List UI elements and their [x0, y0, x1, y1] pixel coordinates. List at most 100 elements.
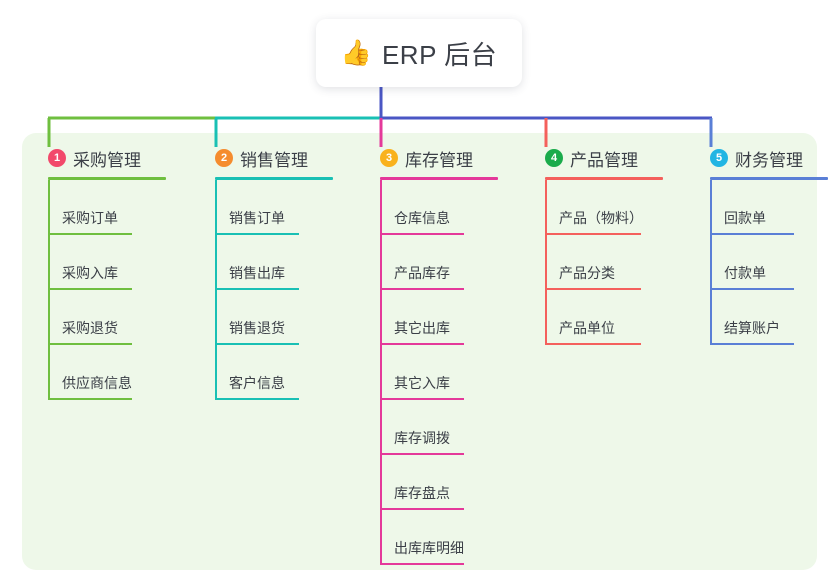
leaf-underline [215, 343, 299, 345]
leaf-underline [380, 233, 464, 235]
leaf-underline [215, 233, 299, 235]
leaf-item[interactable]: 销售订单 [197, 180, 352, 235]
leaf-spine [545, 180, 547, 345]
leaf-label: 采购订单 [62, 210, 118, 226]
leaf-item[interactable]: 产品库存 [362, 235, 517, 290]
leaf-label: 出库库明细 [394, 540, 464, 556]
leaf-label: 产品单位 [559, 320, 615, 336]
leaf-list: 仓库信息产品库存其它出库其它入库库存调拨库存盘点出库库明细 [362, 180, 517, 565]
leaf-item[interactable]: 客户信息 [197, 345, 352, 400]
leaf-item[interactable]: 库存盘点 [362, 455, 517, 510]
column-4: 4 产品管理产品（物料） 产品分类产品单位 [527, 146, 682, 345]
leaf-underline [545, 233, 641, 235]
leaf-underline [215, 288, 299, 290]
leaf-label: 供应商信息 [62, 375, 132, 391]
leaf-label: 销售订单 [229, 210, 285, 226]
leaf-label: 库存盘点 [394, 485, 450, 501]
leaf-list: 回款单付款单结算账户 [692, 180, 817, 345]
leaf-label: 回款单 [724, 210, 766, 226]
leaf-item[interactable]: 库存调拨 [362, 400, 517, 455]
leaf-item[interactable]: 其它入库 [362, 345, 517, 400]
leaf-list: 销售订单销售出库销售退货客户信息 [197, 180, 352, 400]
leaf-list: 采购订单采购入库采购退货供应商信息 [30, 180, 185, 400]
leaf-underline [380, 453, 464, 455]
leaf-underline [215, 398, 299, 400]
leaf-item[interactable]: 产品（物料） [527, 180, 682, 235]
leaf-label: 产品分类 [559, 265, 615, 281]
column-header-2[interactable]: 2 销售管理 [197, 146, 352, 170]
leaf-spine [48, 180, 50, 400]
leaf-item[interactable]: 仓库信息 [362, 180, 517, 235]
column-title: 财务管理 [735, 150, 803, 170]
leaf-underline [710, 233, 794, 235]
column-underline [710, 177, 828, 180]
leaf-underline [48, 233, 132, 235]
leaf-label: 付款单 [724, 265, 766, 281]
leaf-item[interactable]: 产品分类 [527, 235, 682, 290]
leaf-underline [48, 398, 132, 400]
leaf-underline [48, 343, 132, 345]
column-badge-1: 1 [48, 149, 66, 167]
leaf-label: 库存调拨 [394, 430, 450, 446]
root-label: ERP 后台 [381, 39, 498, 70]
column-title: 库存管理 [405, 150, 473, 170]
leaf-underline [545, 288, 641, 290]
column-header-4[interactable]: 4 产品管理 [527, 146, 682, 170]
leaf-item[interactable]: 销售出库 [197, 235, 352, 290]
leaf-item[interactable]: 产品单位 [527, 290, 682, 345]
leaf-underline [380, 508, 464, 510]
leaf-label: 采购退货 [62, 320, 118, 336]
leaf-underline [710, 288, 794, 290]
leaf-spine [710, 180, 712, 345]
leaf-item[interactable]: 付款单 [692, 235, 817, 290]
columns-panel [22, 133, 817, 570]
leaf-underline [545, 343, 641, 345]
column-1: 1 采购管理采购订单采购入库采购退货供应商信息 [30, 146, 185, 400]
column-title: 产品管理 [570, 150, 638, 170]
leaf-label: 产品（物料） [559, 210, 643, 226]
leaf-spine [380, 180, 382, 565]
root-node[interactable]: 👍 ERP 后台 [316, 19, 522, 87]
leaf-label: 仓库信息 [394, 210, 450, 226]
column-underline [545, 177, 663, 180]
leaf-label: 销售退货 [229, 320, 285, 336]
leaf-item[interactable]: 结算账户 [692, 290, 817, 345]
leaf-label: 结算账户 [724, 320, 780, 336]
column-title: 销售管理 [240, 150, 308, 170]
leaf-label: 其它入库 [394, 375, 450, 391]
leaf-item[interactable]: 其它出库 [362, 290, 517, 345]
leaf-underline [380, 288, 464, 290]
leaf-label: 其它出库 [394, 320, 450, 336]
leaf-label: 客户信息 [229, 375, 285, 391]
leaf-item[interactable]: 供应商信息 [30, 345, 185, 400]
column-3: 3 库存管理仓库信息产品库存其它出库其它入库库存调拨库存盘点出库库明细 [362, 146, 517, 565]
leaf-underline [380, 563, 464, 565]
column-underline [380, 177, 498, 180]
leaf-item[interactable]: 出库库明细 [362, 510, 517, 565]
leaf-item[interactable]: 回款单 [692, 180, 817, 235]
column-header-1[interactable]: 1 采购管理 [30, 146, 185, 170]
leaf-item[interactable]: 销售退货 [197, 290, 352, 345]
leaf-underline [48, 288, 132, 290]
leaf-item[interactable]: 采购入库 [30, 235, 185, 290]
column-title: 采购管理 [73, 150, 141, 170]
leaf-list: 产品（物料） 产品分类产品单位 [527, 180, 682, 345]
leaf-item[interactable]: 采购退货 [30, 290, 185, 345]
leaf-item[interactable]: 采购订单 [30, 180, 185, 235]
column-header-3[interactable]: 3 库存管理 [362, 146, 517, 170]
column-badge-4: 4 [545, 149, 563, 167]
leaf-label: 销售出库 [229, 265, 285, 281]
column-badge-2: 2 [215, 149, 233, 167]
leaf-underline [710, 343, 794, 345]
column-badge-3: 3 [380, 149, 398, 167]
column-underline [48, 177, 166, 180]
column-underline [215, 177, 333, 180]
leaf-label: 产品库存 [394, 265, 450, 281]
leaf-label: 采购入库 [62, 265, 118, 281]
leaf-spine [215, 180, 217, 400]
thumbs-up-icon: 👍 [340, 38, 372, 67]
leaf-underline [380, 398, 464, 400]
